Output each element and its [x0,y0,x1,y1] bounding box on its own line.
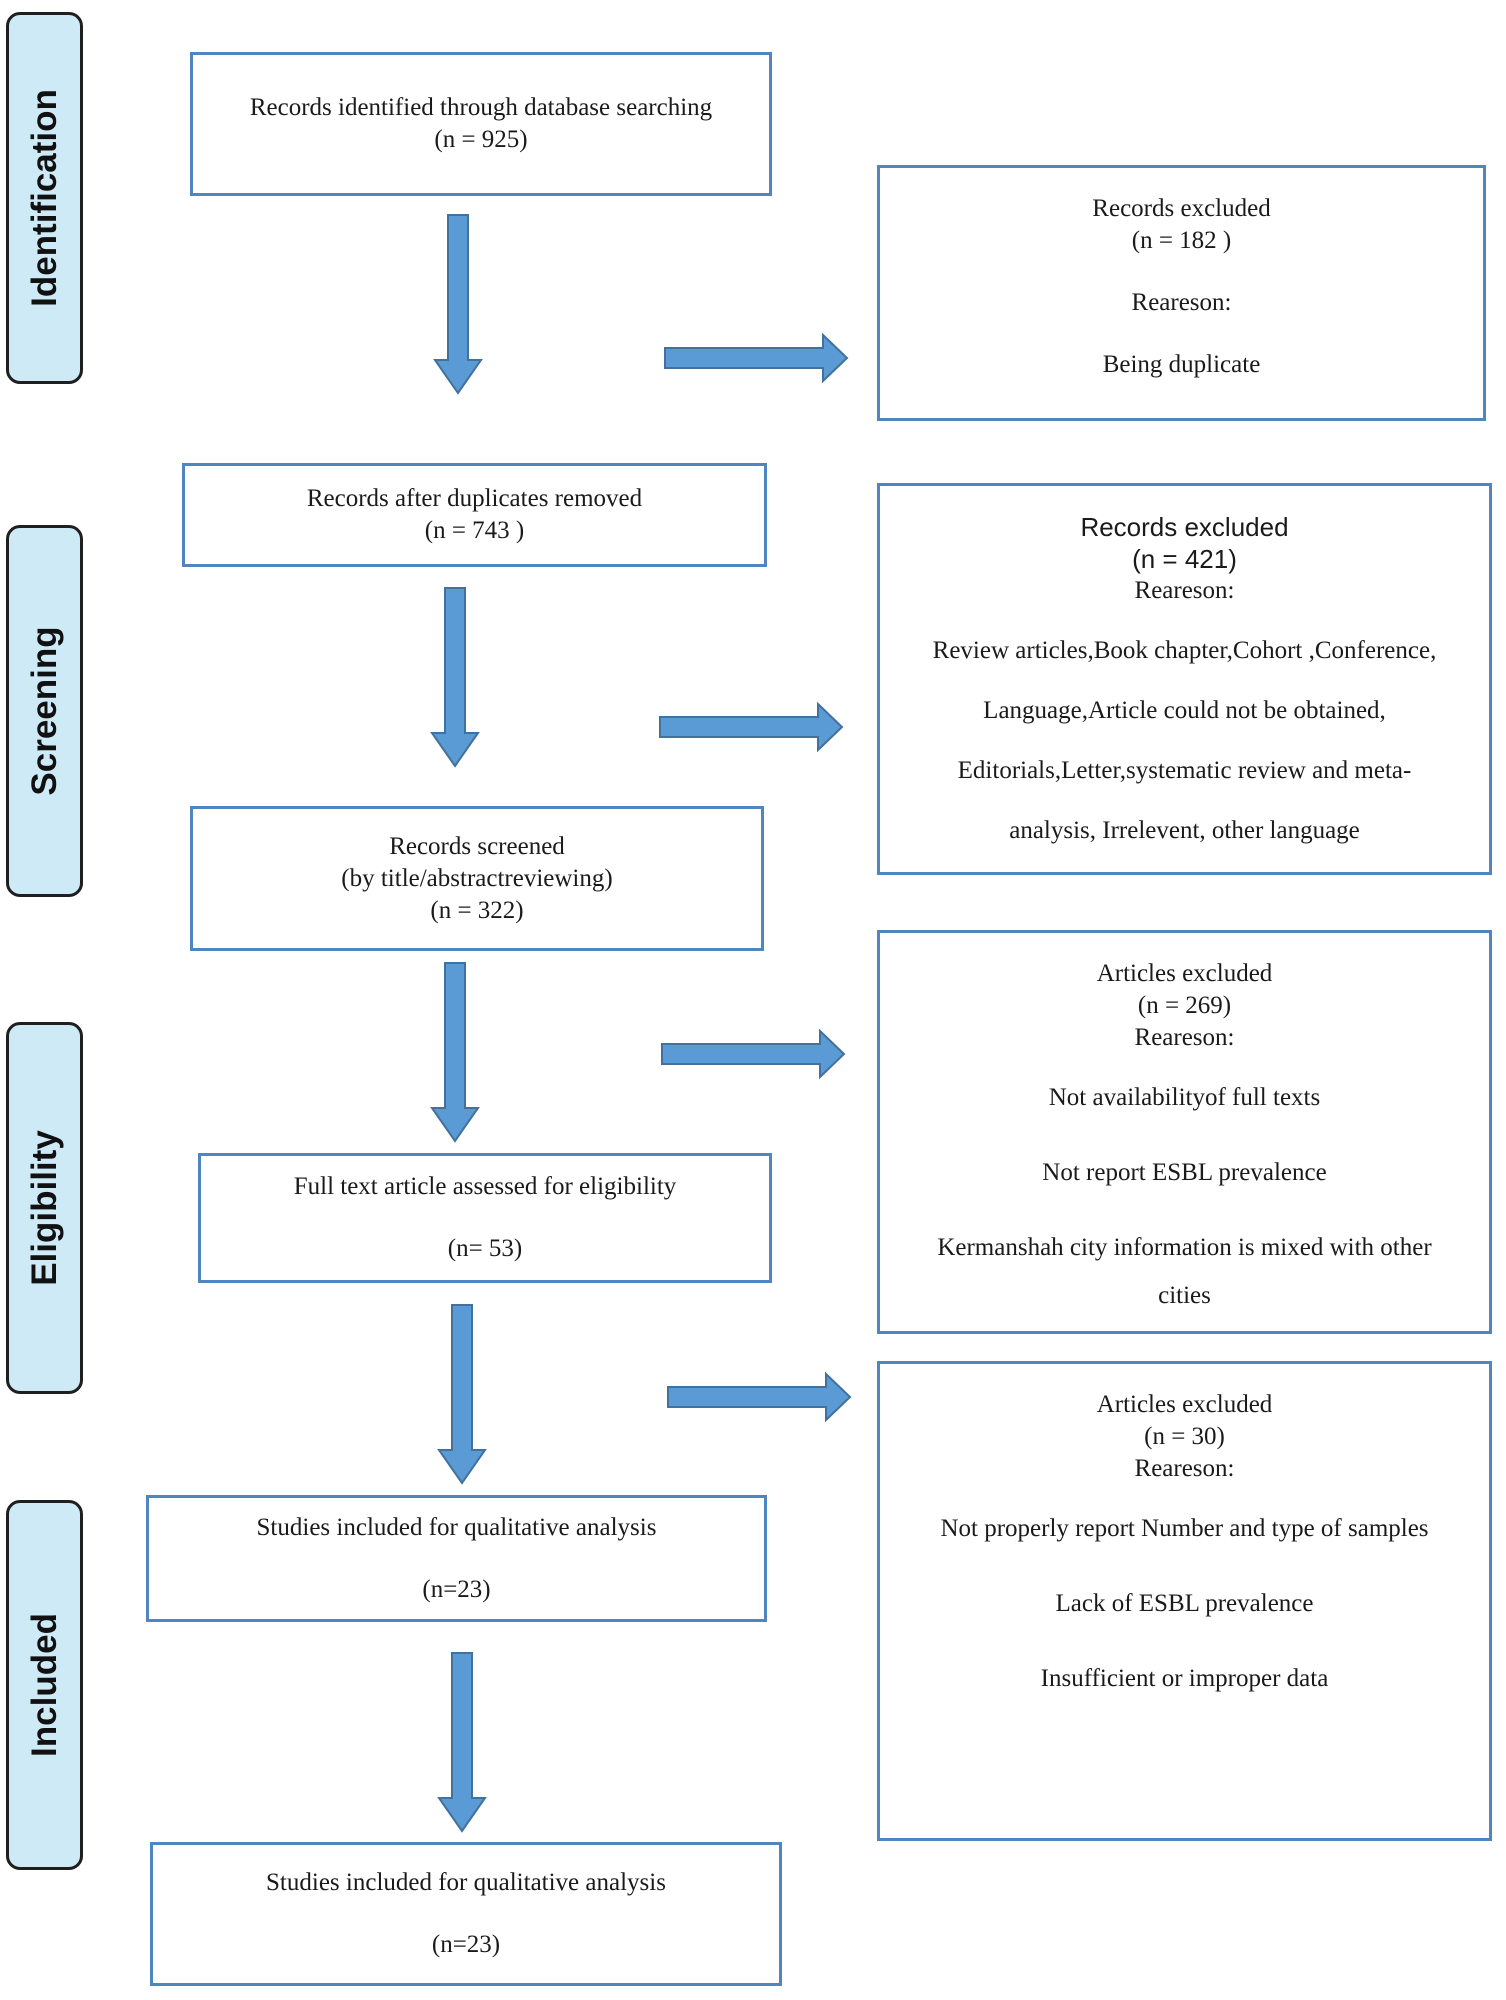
screening-reason-3: Editorials,Letter,systematic review and … [957,757,1412,784]
eligibility-reason-2: Not report ESBL prevalence [1042,1159,1327,1186]
full-text-assessed-count: (n= 53) [447,1235,523,1262]
screening-excluded-box: Records excluded (n = 421) Reareson: Rev… [877,483,1492,875]
records-identified-count: (n = 925) [434,126,528,153]
included-excluded-count: (n = 30) [1144,1423,1225,1450]
duplicates-reason: Being duplicate [1102,351,1261,378]
qualitative-studies-label: Studies included for qualitative analysi… [256,1513,657,1541]
screening-reason-label: Reareson: [1134,577,1235,604]
phase-included: Included [6,1500,83,1870]
final-studies-box: Studies included for qualitative analysi… [150,1842,782,1986]
records-identified-box: Records identified through database sear… [190,52,772,196]
right-arrow-1 [664,332,849,384]
duplicates-excluded-box: Records excluded (n = 182 ) Reareson: Be… [877,165,1486,421]
phase-identification: Identification [6,12,83,384]
included-excluded-box: Articles excluded (n = 30) Reareson: Not… [877,1361,1492,1841]
down-arrow-4 [437,1304,487,1485]
final-studies-label: Studies included for qualitative analysi… [266,1869,666,1896]
eligibility-reason-3: Kermanshah city information is mixed wit… [937,1234,1432,1261]
down-arrow-3 [430,962,480,1143]
records-screened-detail: (by title/abstractreviewing) [341,864,613,892]
included-reason-2: Lack of ESBL prevalence [1055,1590,1314,1617]
included-reason-1: Not properly report Number and type of s… [940,1515,1429,1542]
down-arrow-2 [430,587,480,768]
eligibility-reason-1: Not availabilityof full texts [1048,1084,1321,1111]
included-reason-3: Insufficient or improper data [1040,1665,1329,1692]
records-identified-label: Records identified through database sear… [249,94,713,121]
down-arrow-1 [433,214,483,395]
right-arrow-2 [659,701,844,753]
screening-reason-1: Review articles,Book chapter,Cohort ,Con… [932,637,1437,664]
right-arrow-3 [661,1028,846,1080]
phase-screening-label: Screening [24,626,64,796]
records-after-duplicates-label: Records after duplicates removed [306,485,643,512]
records-screened-count: (n = 322) [430,896,524,924]
screening-reason-4: analysis, Irrelevent, other language [1009,817,1360,844]
qualitative-studies-box: Studies included for qualitative analysi… [146,1495,767,1622]
phase-identification-label: Identification [24,89,64,307]
records-screened-box: Records screened (by title/abstractrevie… [190,806,764,951]
phase-eligibility-label: Eligibility [24,1130,64,1286]
eligibility-excluded-count: (n = 269) [1137,992,1232,1019]
eligibility-excluded-title: Articles excluded [1096,960,1273,987]
screening-excluded-title: Records excluded [1080,512,1289,542]
duplicates-excluded-title: Records excluded [1092,195,1271,222]
duplicates-excluded-count: (n = 182 ) [1131,227,1232,254]
eligibility-reason-label: Reareson: [1134,1024,1235,1051]
down-arrow-5 [437,1652,487,1833]
included-excluded-title: Articles excluded [1096,1391,1273,1418]
phase-eligibility: Eligibility [6,1022,83,1394]
full-text-assessed-label: Full text article assessed for eligibili… [293,1173,677,1200]
records-after-duplicates-box: Records after duplicates removed (n = 74… [182,463,767,567]
final-studies-count: (n=23) [431,1931,501,1958]
eligibility-excluded-box: Articles excluded (n = 269) Reareson: No… [877,930,1492,1334]
full-text-assessed-box: Full text article assessed for eligibili… [198,1153,772,1283]
right-arrow-4 [667,1371,852,1423]
screening-excluded-count: (n = 421) [1132,544,1237,574]
phase-included-label: Included [24,1613,64,1757]
duplicates-reason-label: Reareson: [1131,289,1232,316]
records-after-duplicates-count: (n = 743 ) [424,517,525,544]
screening-reason-2: Language,Article could not be obtained, [983,697,1386,724]
phase-screening: Screening [6,525,83,897]
qualitative-studies-count: (n=23) [422,1575,491,1603]
records-screened-label: Records screened [389,832,565,860]
eligibility-reason-4: cities [1158,1282,1211,1309]
included-reason-label: Reareson: [1134,1455,1235,1482]
